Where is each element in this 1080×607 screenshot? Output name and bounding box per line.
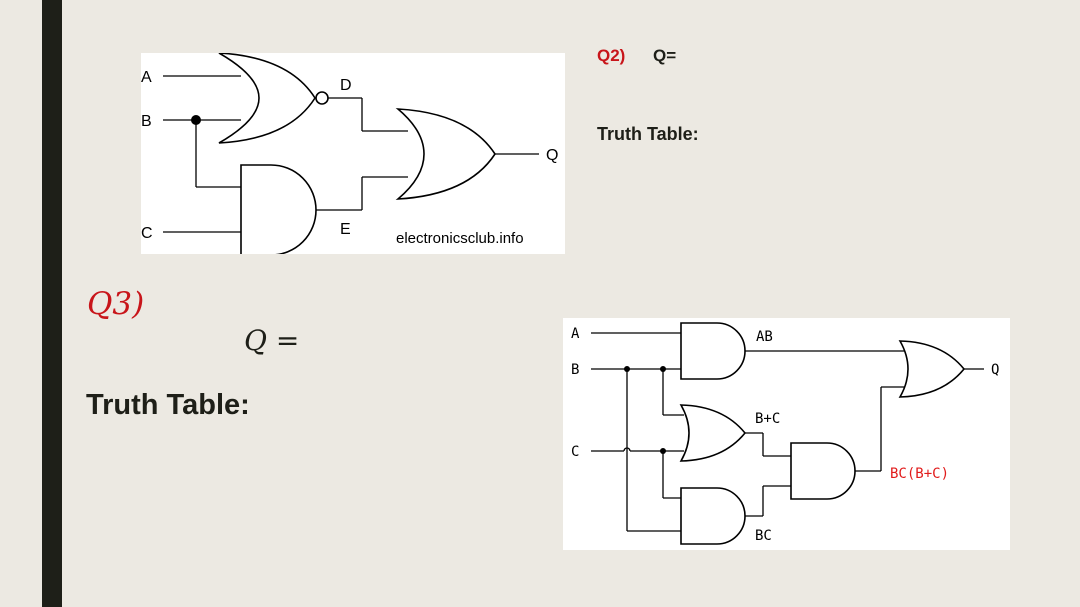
bc-b-plus-c-label: BC(B+C) [890, 466, 949, 482]
input-b-label: B [571, 362, 579, 378]
and-gate-bc-b-plus-c [790, 442, 856, 500]
or-gate-output [898, 340, 966, 398]
q2-expression: Q= [653, 46, 677, 65]
node-d-label: D [340, 77, 352, 94]
or-gate [395, 108, 496, 200]
nor-gate [218, 53, 316, 144]
q3-expression: Q = [244, 324, 300, 357]
input-a-label: A [571, 326, 580, 342]
q3-number: Q3) [87, 286, 145, 322]
and-gate-bc [680, 487, 746, 545]
node-e-label: E [340, 221, 351, 238]
nor-bubble [315, 91, 329, 105]
circuit-diagram-q3: A B C AB B+C BC(B+C) BC Q [563, 318, 1010, 550]
or-gate-b-plus-c [679, 404, 747, 462]
circuit-diagram-q2: A B C D E Q electronicsclub.info [141, 53, 565, 254]
output-q-label: Q [546, 147, 558, 164]
input-c-label: C [571, 444, 579, 460]
b-plus-c-label: B+C [755, 411, 780, 427]
input-b-label: B [141, 113, 152, 130]
junction-dot [191, 115, 201, 125]
credit-label: electronicsclub.info [396, 230, 524, 247]
bc-label: BC [755, 528, 772, 544]
q3-truth-table-label: Truth Table: [86, 389, 250, 421]
and-gate [240, 164, 317, 254]
ab-label: AB [756, 329, 773, 345]
input-c-label: C [141, 225, 153, 242]
output-q-label: Q [991, 362, 999, 378]
input-a-label: A [141, 69, 152, 86]
q2-truth-table-label: Truth Table: [597, 124, 699, 144]
and-gate-ab [680, 322, 746, 380]
q2-number: Q2) [597, 46, 626, 65]
side-bar [42, 0, 62, 607]
